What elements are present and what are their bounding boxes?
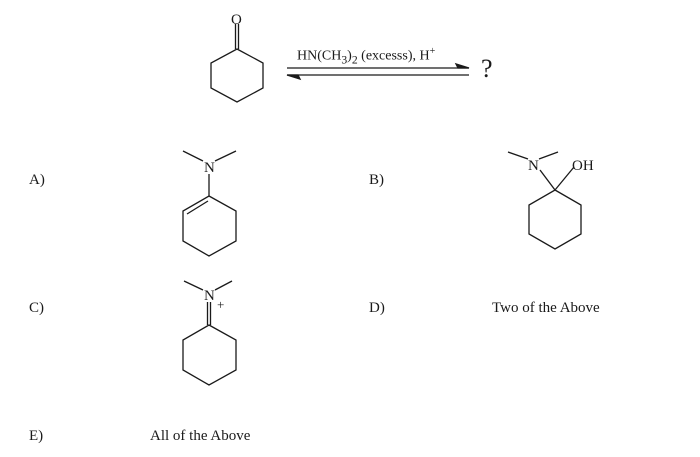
carbinolamine-nitrogen-label: N (528, 158, 539, 174)
enamine-nitrogen-label: N (204, 160, 215, 176)
reagent-part: ) (347, 48, 352, 64)
cyclohexanone-structure (210, 24, 264, 103)
reagent-superscript: + (429, 46, 436, 57)
oxygen-atom-label: O (231, 12, 242, 28)
option-e-text: All of the Above (150, 428, 251, 444)
iminium-nitrogen-label: N (204, 288, 215, 304)
option-d-text: Two of the Above (492, 300, 600, 316)
option-e-label[interactable]: E) (29, 428, 44, 444)
reagent-part: HN(CH (297, 48, 342, 64)
reagent-part: (excesss), H (357, 48, 430, 64)
option-d-label[interactable]: D) (369, 300, 385, 316)
iminium-structure (182, 280, 237, 386)
enamine-structure (182, 150, 237, 257)
option-c-label[interactable]: C) (29, 300, 44, 316)
hydroxyl-label: OH (572, 158, 594, 174)
reagent-conditions: HN(CH3)2 (excesss), H+ (297, 46, 435, 66)
positive-charge-label: + (217, 297, 224, 312)
reagent-subscript: 2 (351, 53, 358, 67)
equilibrium-arrow (286, 62, 470, 81)
reagent-subscript: 3 (341, 53, 348, 67)
carbinolamine-structure (507, 151, 582, 250)
option-a-label[interactable]: A) (29, 172, 45, 188)
option-b-label[interactable]: B) (369, 172, 384, 188)
unknown-product: ? (481, 54, 493, 83)
